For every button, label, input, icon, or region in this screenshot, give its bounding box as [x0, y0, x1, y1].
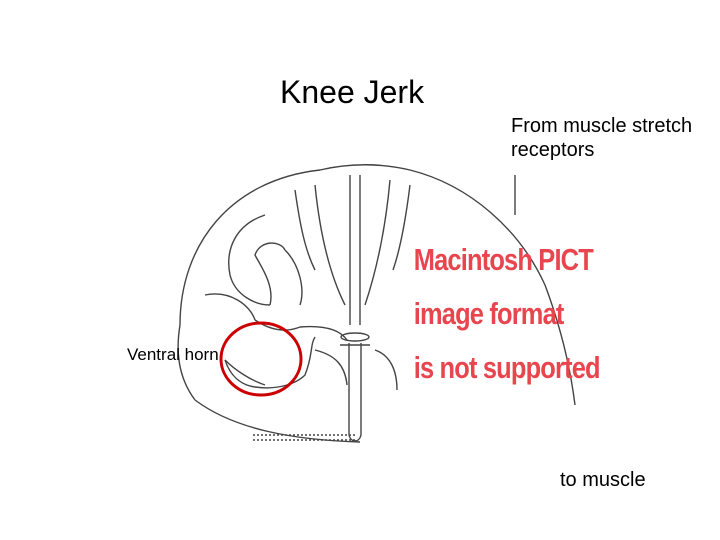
unsupported-image-placeholder: Macintosh PICT image format is not suppo… — [398, 236, 601, 436]
pict-line-2: image format — [413, 296, 565, 331]
pict-line-3: is not supported — [413, 350, 601, 385]
ventral-horn-outline — [224, 336, 316, 389]
pict-line-1: Macintosh PICT — [413, 242, 594, 277]
spinal-cord-cross-section — [177, 164, 576, 443]
slide-title: Knee Jerk — [280, 74, 425, 110]
cord-outline — [179, 164, 546, 326]
ventral-horn-highlight-circle — [219, 321, 303, 397]
ventral-horn-label: Ventral horn — [127, 345, 219, 364]
from-receptors-label: From muscle stretch receptors — [511, 115, 693, 161]
to-muscle-label: to muscle — [560, 469, 646, 491]
